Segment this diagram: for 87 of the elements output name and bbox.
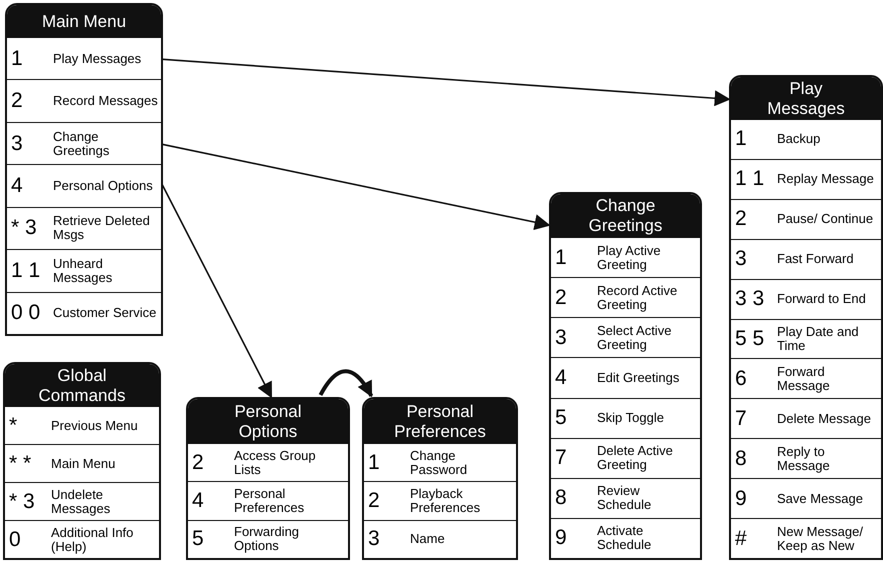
key-label: 9 — [734, 486, 748, 511]
option-label: Select Active Greeting — [597, 324, 672, 352]
option-label: Replay Message — [777, 172, 875, 186]
option-label: Personal Options — [53, 178, 154, 193]
key-label: 1 — [10, 46, 24, 71]
key-label: 2 — [191, 450, 205, 475]
menu-header: Personal Options — [188, 399, 348, 444]
key-label: 4 — [10, 174, 24, 198]
option-label: New Message/ Keep as New — [777, 524, 864, 553]
option-label: Delete Active Greeting — [597, 444, 674, 472]
menu-card — [186, 397, 350, 560]
key-label: 3 — [734, 247, 748, 272]
key-label: 5 — [554, 406, 568, 430]
option-label: Skip Toggle — [597, 411, 665, 426]
key-label: 5 5 — [734, 326, 766, 351]
option-label: Main Menu — [51, 456, 116, 470]
option-label: Pause/ Continue — [777, 212, 874, 226]
key-label: 8 — [554, 486, 568, 510]
key-label: 3 — [367, 527, 381, 552]
key-label: 3 — [10, 132, 24, 156]
option-label: Forward to End — [777, 292, 867, 306]
key-label: 3 — [554, 326, 568, 350]
option-label: Backup — [777, 132, 822, 146]
key-label: 2 — [10, 89, 24, 114]
key-label: # — [734, 526, 748, 551]
key-label: 1 — [367, 450, 381, 475]
option-label: Review Schedule — [597, 484, 652, 512]
key-label: 0 — [8, 528, 22, 552]
option-label: Additional Info (Help) — [51, 526, 134, 554]
option-label: Access Group Lists — [234, 448, 317, 477]
key-label: 4 — [191, 488, 205, 513]
option-label: Playback Preferences — [410, 486, 482, 515]
key-label: 7 — [554, 446, 568, 470]
menu-card — [3, 362, 161, 560]
option-label: Edit Greetings — [597, 370, 680, 385]
key-label: 1 — [734, 127, 748, 152]
key-label: 2 — [734, 207, 748, 232]
key-label: 1 1 — [734, 167, 766, 192]
key-label: 8 — [734, 446, 748, 471]
key-label: 6 — [734, 366, 748, 391]
menu-card — [729, 75, 883, 560]
key-label: * — [8, 414, 18, 438]
option-label: Name — [410, 532, 446, 546]
option-label: Play Messages — [53, 52, 142, 66]
key-label: * 3 — [10, 216, 38, 240]
option-label: Record Active Greeting — [597, 284, 678, 312]
option-label: Undelete Messages — [51, 488, 112, 516]
option-label: Play Date and Time — [777, 324, 860, 353]
option-label: Activate Schedule — [597, 524, 652, 552]
option-label: Forward Message — [777, 364, 831, 393]
option-label: Reply to Message — [777, 444, 831, 473]
menu-card — [549, 192, 702, 560]
arrow — [160, 58, 731, 106]
option-label: Change Password — [410, 448, 468, 477]
option-label: Change Greetings — [53, 130, 110, 158]
key-label: 1 — [554, 246, 568, 270]
option-label: Customer Service — [53, 306, 158, 320]
key-label: * * — [8, 452, 32, 476]
menu-header: Global Commands — [5, 364, 159, 407]
key-label: 2 — [367, 488, 381, 513]
key-label: 1 1 — [10, 258, 42, 283]
menu-header: Change Greetings — [551, 194, 700, 238]
arrow — [160, 143, 551, 230]
menu-header: Main Menu — [7, 5, 161, 38]
option-label: Fast Forward — [777, 252, 855, 266]
option-label: Unheard Messages — [53, 256, 114, 285]
key-label: 2 — [554, 286, 568, 310]
key-label: 0 0 — [10, 301, 42, 326]
option-label: Previous Menu — [51, 418, 139, 432]
option-label: Play Active Greeting — [597, 244, 662, 272]
key-label: 4 — [554, 366, 568, 390]
menu-header: Personal Preferences — [364, 399, 516, 444]
option-label: Save Message — [777, 492, 864, 506]
key-label: 7 — [734, 406, 748, 431]
option-label: Personal Preferences — [234, 486, 306, 515]
option-label: Forwarding Options — [234, 525, 300, 554]
key-label: 3 3 — [734, 287, 766, 312]
menu-header: Play Messages — [731, 77, 881, 120]
menu-card — [5, 3, 163, 336]
option-label: Record Messages — [53, 94, 159, 108]
key-label: * 3 — [8, 490, 36, 514]
key-label: 9 — [554, 526, 568, 550]
option-label: Retrieve Deleted Msgs — [53, 214, 151, 242]
key-label: 5 — [191, 527, 205, 552]
curved-arrow — [318, 369, 374, 398]
menu-card — [362, 397, 518, 560]
option-label: Delete Message — [777, 412, 872, 426]
